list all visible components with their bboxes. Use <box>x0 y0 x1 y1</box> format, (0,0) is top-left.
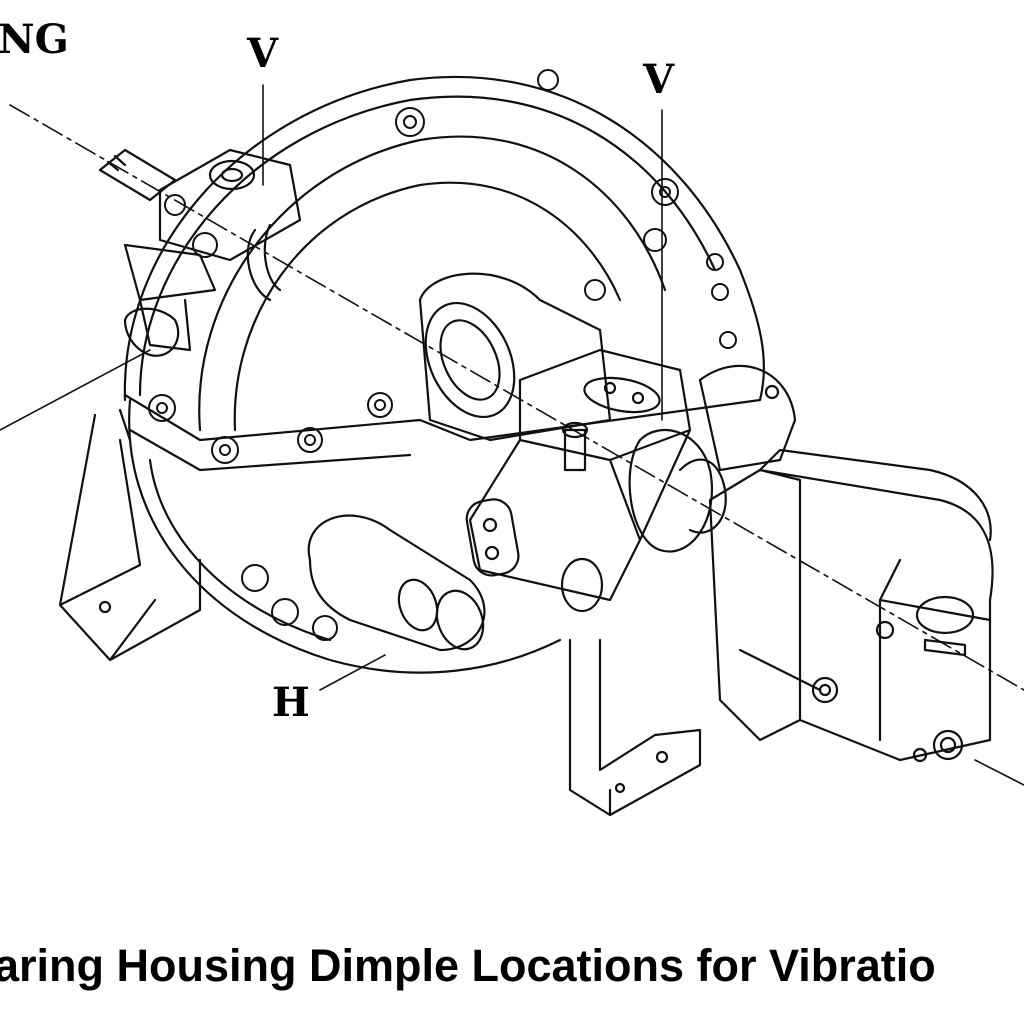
leader-right <box>974 759 1024 786</box>
right-stuffing-box <box>418 272 612 442</box>
lifting-lug <box>246 223 282 302</box>
housing-boss <box>465 498 520 577</box>
driver-body <box>758 468 994 762</box>
leader-left <box>0 349 151 431</box>
right-bearing-housing <box>468 348 692 602</box>
left-shaft-end <box>98 148 177 202</box>
nameplate <box>915 595 975 635</box>
coupling <box>628 428 713 553</box>
volute-inner2 <box>233 181 622 432</box>
volute-lower <box>128 398 562 674</box>
left-gland <box>123 307 180 357</box>
label-ng: NG <box>0 16 69 63</box>
leader-h <box>319 654 386 691</box>
foot-bolt-hole <box>655 750 669 764</box>
flange-bolts <box>148 69 737 641</box>
left-bearing-cap <box>123 243 217 352</box>
label-vertical-right: V <box>643 56 675 103</box>
volute-outer <box>123 75 766 402</box>
left-foot <box>58 413 202 662</box>
volute-inner <box>198 135 667 432</box>
right-foot <box>568 638 702 817</box>
label-vertical-left: V <box>247 30 279 77</box>
oil-cup <box>563 428 587 472</box>
volute-flange <box>138 95 717 397</box>
left-bearing-housing <box>158 148 302 262</box>
label-horizontal: H <box>272 679 310 726</box>
shaft-centerline <box>9 104 1024 691</box>
nozzle <box>307 514 486 652</box>
foot-bolt-hole <box>98 600 112 614</box>
figure-caption: aring Housing Dimple Locations for Vibra… <box>0 940 936 991</box>
driver-flange <box>708 468 802 742</box>
